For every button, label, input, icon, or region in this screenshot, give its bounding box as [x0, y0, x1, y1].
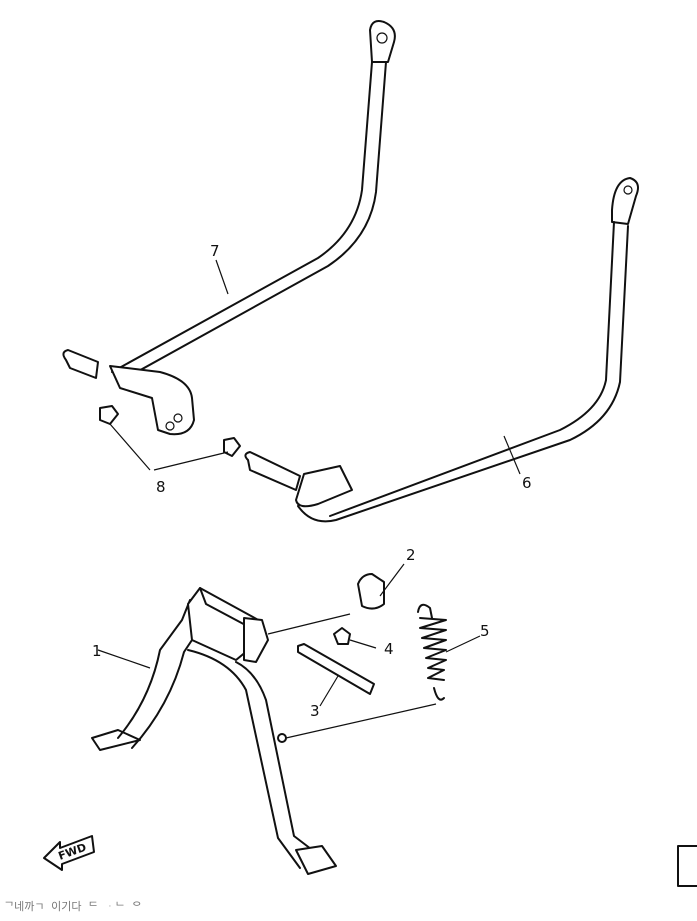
callout-4: 4: [384, 640, 394, 658]
part-4-nut: [333, 627, 377, 649]
part-2-stopper: [357, 563, 405, 610]
callout-8: 8: [156, 478, 166, 496]
part-1-main-stand: [91, 587, 337, 875]
callout-1: 1: [92, 642, 102, 660]
callout-6: 6: [522, 474, 532, 492]
edge-box: [677, 845, 697, 887]
part-6-footrest-bar: [244, 177, 639, 523]
callout-3: 3: [310, 702, 320, 720]
part-3-pivot-shaft: [267, 613, 375, 707]
callouts: 7 6 8 2 4 5 3 1: [92, 242, 532, 720]
callout-7: 7: [210, 242, 220, 260]
fwd-arrow-icon: FWD: [43, 835, 95, 871]
callout-5: 5: [480, 622, 490, 640]
part-8-bolts: [99, 405, 241, 471]
part-5-spring: [277, 603, 481, 743]
part-7-footrest-bar: [62, 20, 396, 436]
callout-2: 2: [406, 546, 416, 564]
footer-scan-text: ᄀ네까ㄱ 이기다 ᄃ ᆞᄂ ᄋ: [4, 900, 142, 913]
